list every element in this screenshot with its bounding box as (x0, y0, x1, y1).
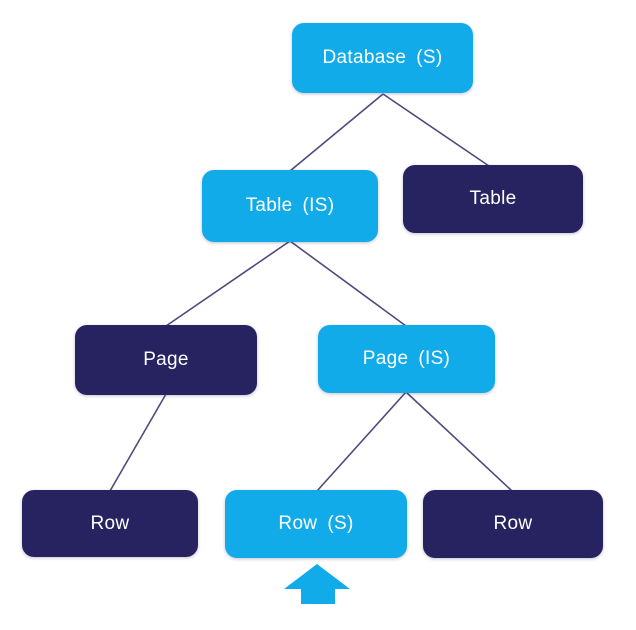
node-label: Page (362, 348, 409, 369)
connector-table-is-to-page-is (289, 240, 407, 327)
node-label: Database (322, 47, 407, 68)
node-lock-mode: (IS) (302, 195, 335, 216)
node-lock-mode: (S) (327, 513, 354, 534)
node-label: Row (90, 512, 130, 534)
node-lock-mode: (IS) (418, 348, 451, 369)
connector-page-to-row-left (109, 393, 167, 492)
node-label: Row (278, 513, 318, 534)
up-arrow-icon (284, 564, 350, 604)
node-page: Page (75, 325, 257, 395)
connector-page-is-to-row-right (405, 391, 513, 492)
node-database-s: Database (S) (292, 23, 473, 93)
connector-database-to-table-is (289, 93, 384, 172)
node-table: Table (403, 165, 583, 233)
node-label: Page (143, 349, 189, 370)
node-label: Row (493, 513, 533, 534)
connector-database-to-table (382, 93, 490, 167)
connector-page-is-to-row-s (316, 391, 407, 492)
node-table-is: Table (IS) (202, 170, 378, 242)
node-label: Table (245, 195, 293, 216)
node-row-left: Row (22, 490, 198, 557)
node-lock-mode: (S) (416, 47, 443, 68)
node-row-right: Row (423, 490, 603, 558)
node-row-s: Row (S) (225, 490, 407, 558)
connector-table-is-to-page (165, 240, 291, 327)
node-label: Table (469, 188, 517, 209)
node-page-is: Page (IS) (318, 325, 495, 393)
